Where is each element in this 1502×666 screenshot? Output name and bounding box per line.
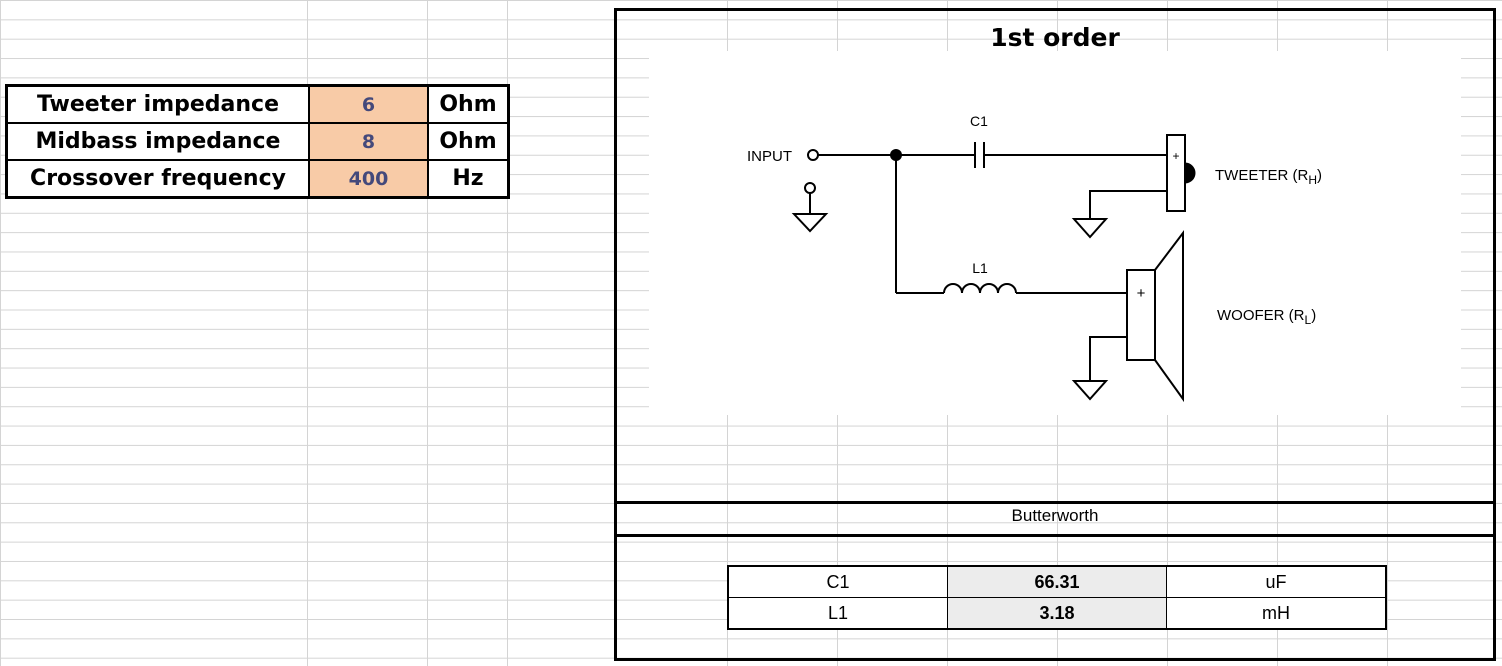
input-label: INPUT xyxy=(747,148,792,165)
table-row: Tweeter impedance 6 Ohm xyxy=(5,84,510,124)
c1-unit: uF xyxy=(1166,565,1387,598)
c1-label: C1 xyxy=(970,113,988,129)
tweeter-label: TWEETER (RH) xyxy=(1215,167,1322,187)
inductor-l1 xyxy=(943,283,1017,294)
tweeter-impedance-label: Tweeter impedance xyxy=(5,84,310,124)
l1-value: 3.18 xyxy=(947,597,1167,630)
tweeter-dome xyxy=(1184,162,1196,184)
l1-unit: mH xyxy=(1166,597,1387,630)
woofer-cone xyxy=(1154,230,1184,403)
divider xyxy=(617,534,1493,537)
l1-label: L1 xyxy=(972,260,988,276)
c1-value: 66.31 xyxy=(947,565,1167,598)
c1-name: C1 xyxy=(727,565,948,598)
table-row: Midbass impedance 8 Ohm xyxy=(5,122,510,161)
crossover-frequency-label: Crossover frequency xyxy=(5,159,310,199)
topology-label: Butterworth xyxy=(1011,506,1099,525)
divider xyxy=(617,501,1493,504)
crossover-panel: 1st order xyxy=(614,8,1496,661)
midbass-impedance-label: Midbass impedance xyxy=(5,122,310,161)
ground-symbol xyxy=(791,213,829,233)
table-row: Crossover frequency 400 Hz xyxy=(5,159,510,199)
table-row: C1 66.31 uF xyxy=(727,565,1387,598)
inputs-table: Tweeter impedance 6 Ohm Midbass impedanc… xyxy=(5,84,510,199)
crossover-frequency-value[interactable]: 400 xyxy=(308,159,429,199)
l1-name: L1 xyxy=(727,597,948,630)
crossover-schematic: INPUT C1 L1 + + TWEETER (RH) WOOFER (RL) xyxy=(649,51,1461,415)
ground-symbol xyxy=(1071,380,1109,401)
table-row: L1 3.18 mH xyxy=(727,597,1387,630)
woofer-plus: + xyxy=(1137,285,1146,302)
ground-symbol xyxy=(1071,218,1109,239)
midbass-impedance-value[interactable]: 8 xyxy=(308,122,429,161)
woofer-label: WOOFER (RL) xyxy=(1217,307,1316,327)
tweeter-impedance-unit: Ohm xyxy=(427,84,510,124)
results-table: C1 66.31 uF L1 3.18 mH xyxy=(727,565,1387,630)
panel-title: 1st order xyxy=(990,23,1120,52)
tweeter-impedance-value[interactable]: 6 xyxy=(308,84,429,124)
midbass-impedance-unit: Ohm xyxy=(427,122,510,161)
junction-dot xyxy=(890,149,902,161)
tweeter-plus: + xyxy=(1172,149,1179,163)
crossover-frequency-unit: Hz xyxy=(427,159,510,199)
